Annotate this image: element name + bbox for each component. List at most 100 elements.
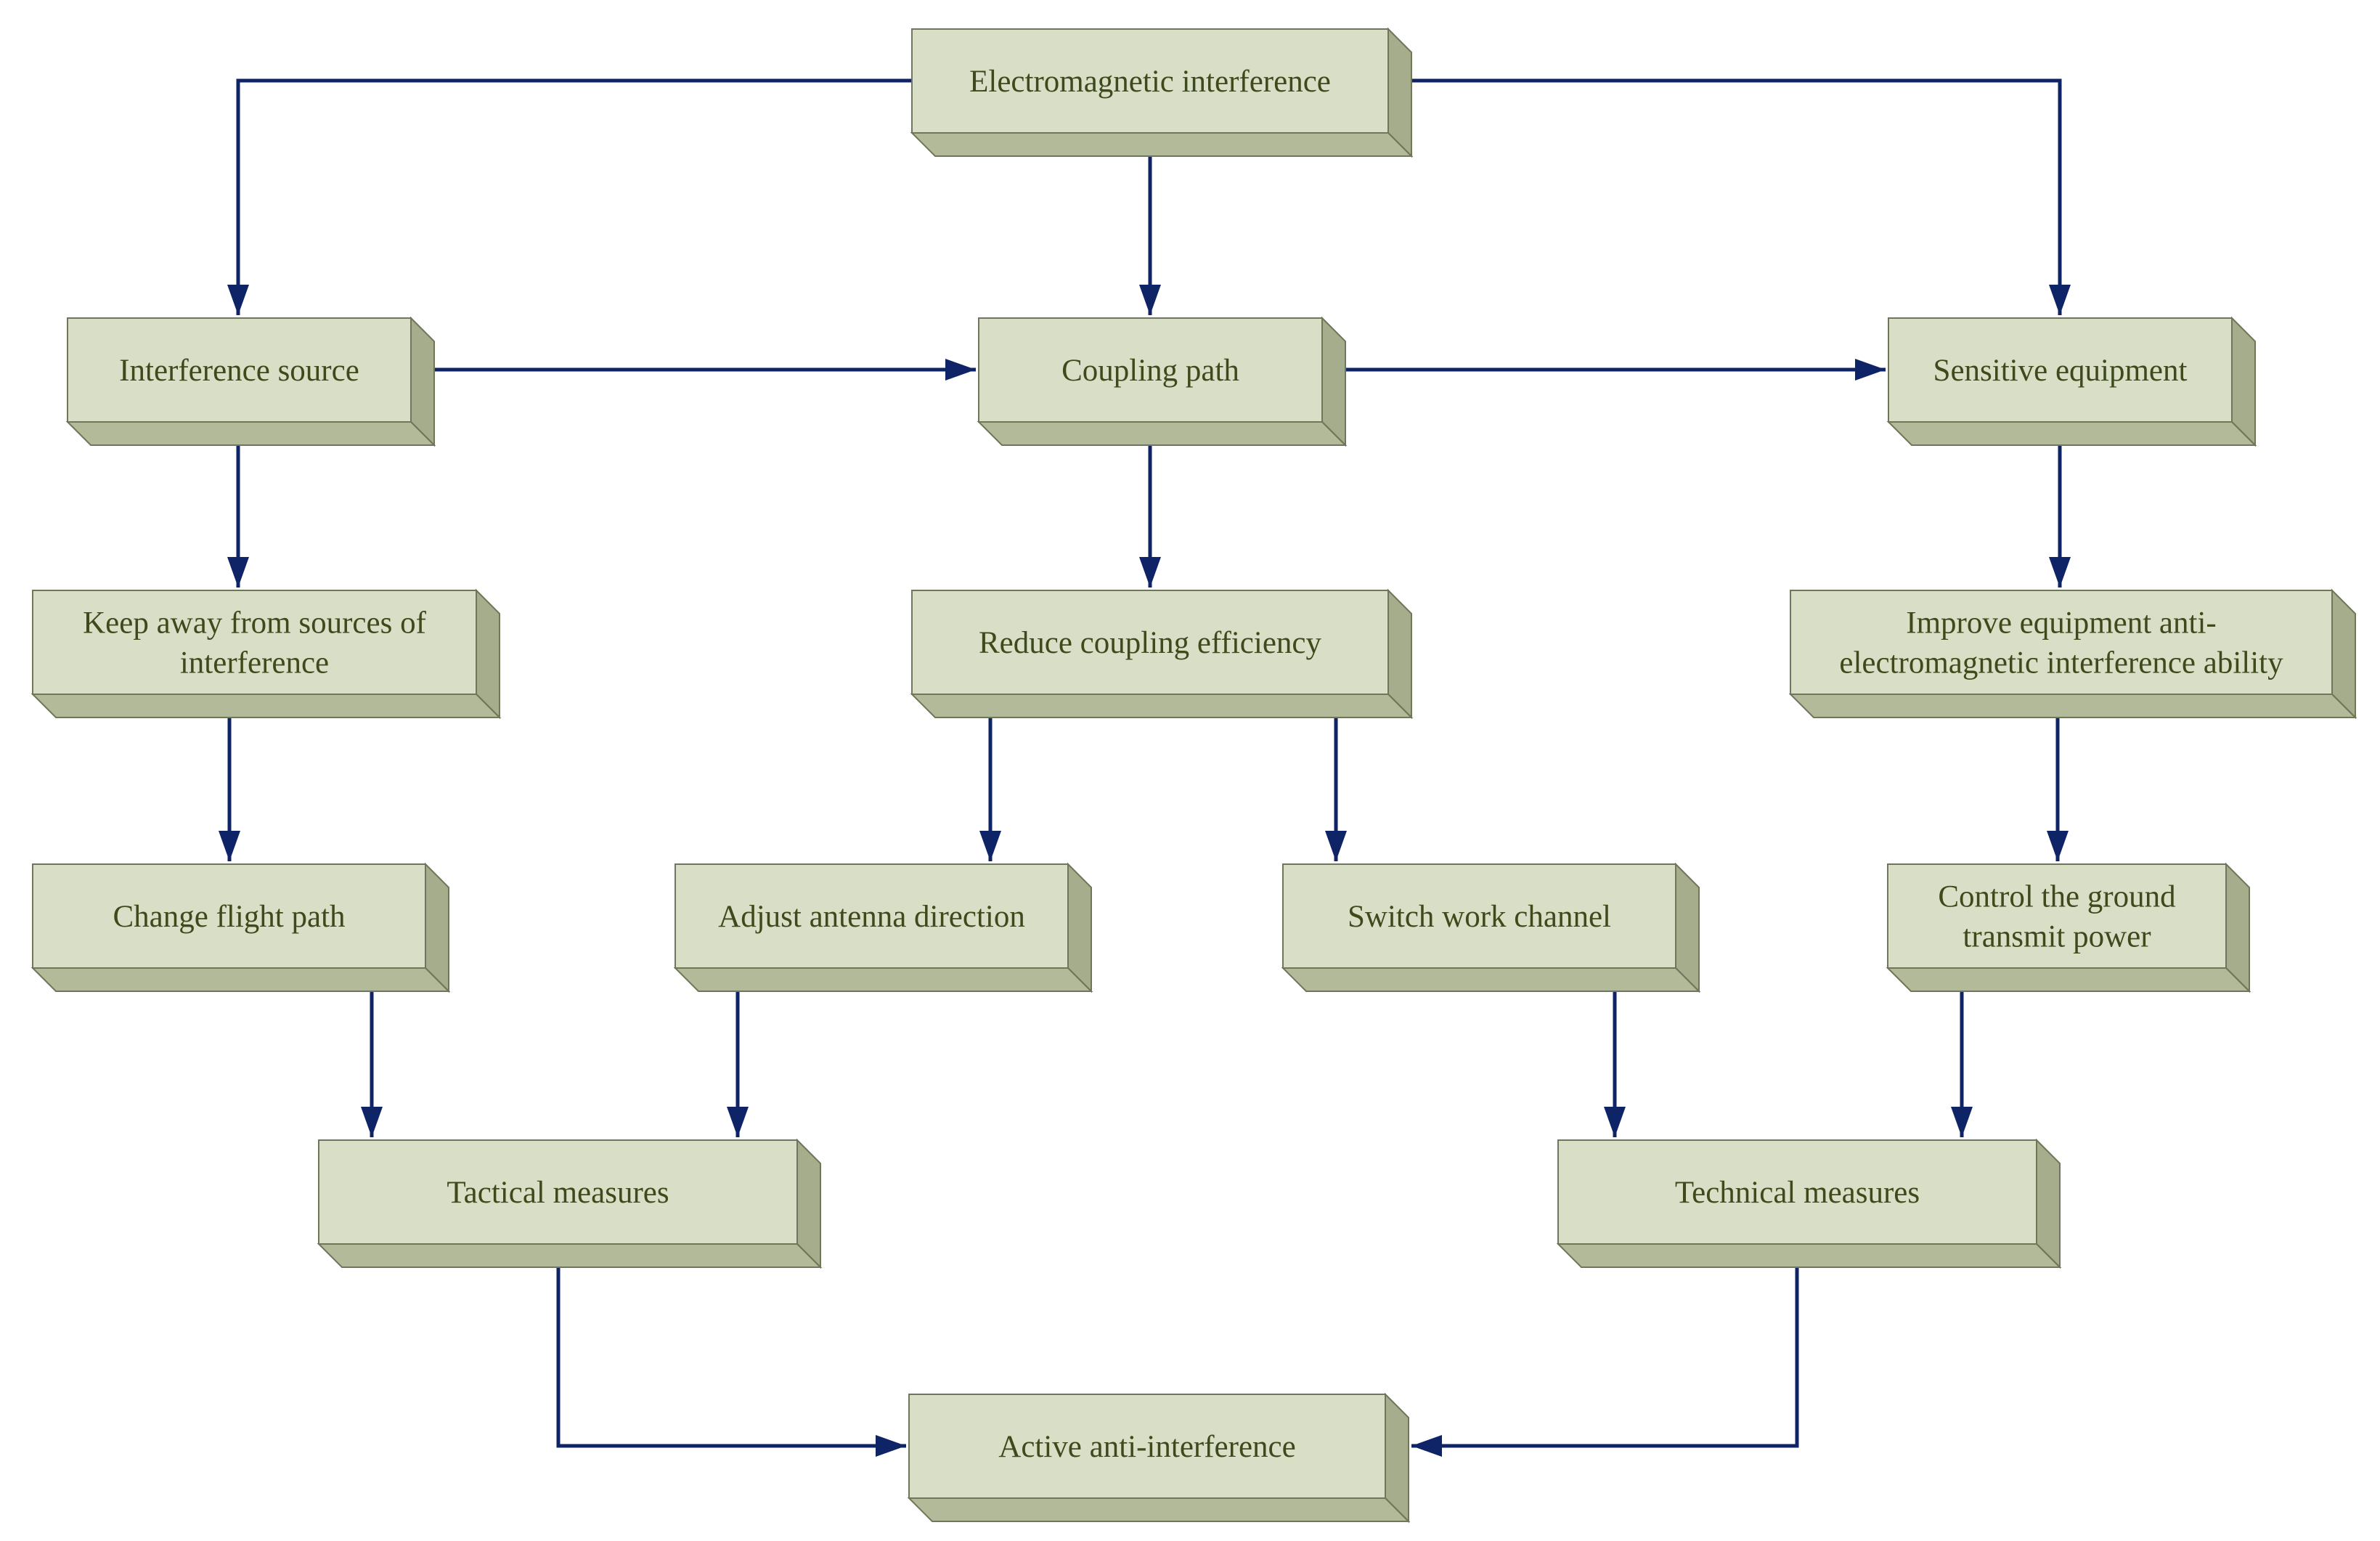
box-bottom [977, 421, 1348, 446]
box-face [978, 317, 1323, 423]
box-face [1888, 317, 2233, 423]
node-label: Improve equipment anti- [1906, 606, 2216, 641]
node-label: Tactical measures [447, 1176, 669, 1210]
node-label: Coupling path [1061, 354, 1239, 388]
arrowhead-icon [2047, 831, 2069, 861]
arrowhead-icon [2049, 285, 2071, 315]
arrowhead-icon [219, 831, 240, 861]
arrow-antenna-to-tactical [727, 991, 749, 1137]
arrowhead-icon [1855, 359, 1886, 381]
node-tactical: Tactical measures [317, 1138, 823, 1269]
arrow-power-to-technical [1951, 991, 1973, 1137]
node-em: Electromagnetic interference [910, 27, 1414, 158]
node-label: Change flight path [113, 900, 345, 934]
node-label: Switch work channel [1348, 900, 1611, 934]
arrow-line [236, 78, 912, 315]
node-label: Reduce coupling efficiency [979, 626, 1322, 660]
box-face [318, 1139, 798, 1245]
box-face [908, 1394, 1386, 1499]
box-face [911, 590, 1389, 695]
arrow-improve-to-power [2047, 717, 2069, 861]
arrow-em-to-cpl [1139, 156, 1161, 315]
arrowhead-icon [979, 831, 1001, 861]
node-technical: Technical measures [1556, 1138, 2062, 1269]
node-label: Keep away from sources of [83, 606, 426, 641]
box-bottom [65, 421, 436, 446]
node-flight: Change flight path [30, 862, 451, 993]
node-label: Adjust antenna direction [718, 900, 1025, 934]
node-reduce: Reduce coupling efficiency [910, 588, 1414, 720]
box-bottom [1556, 1243, 2062, 1268]
box-face [1557, 1139, 2037, 1245]
box-bottom [317, 1243, 823, 1268]
box-face [32, 590, 477, 695]
node-src: Interference source [65, 316, 436, 447]
arrowhead-icon [2049, 557, 2071, 587]
arrowhead-icon [227, 285, 249, 315]
box-face [32, 863, 426, 969]
arrowhead-icon [1139, 285, 1161, 315]
node-label: Technical measures [1675, 1176, 1920, 1210]
box-face [1887, 863, 2227, 969]
node-antenna: Adjust antenna direction [673, 862, 1093, 993]
arrow-technical-to-active [1411, 1267, 1799, 1457]
arrowhead-icon [1139, 557, 1161, 587]
node-cpl: Coupling path [977, 316, 1348, 447]
arrowhead-icon [1951, 1107, 1973, 1137]
arrow-line [1411, 78, 2062, 315]
box-bottom [910, 694, 1414, 718]
arrow-tactical-to-active [556, 1267, 906, 1457]
box-bottom [1886, 421, 2257, 446]
arrowhead-icon [1325, 831, 1347, 861]
box-face [1790, 590, 2333, 695]
node-label: Electromagnetic interference [969, 65, 1331, 99]
arrowhead-icon [945, 359, 976, 381]
arrow-cpl-to-sens [1345, 359, 1886, 381]
node-power: Control the ground transmit power [1886, 862, 2251, 993]
box-bottom [1886, 967, 2251, 992]
node-label: Interference source [119, 354, 359, 388]
node-away: Keep away from sources of interference [30, 588, 502, 720]
node-label: Active anti-interference [998, 1430, 1295, 1464]
connector-layer [219, 78, 2071, 1457]
box-bottom [907, 1497, 1411, 1522]
box-bottom [30, 694, 502, 718]
arrowhead-icon [1411, 1435, 1442, 1457]
arrow-em-to-src [227, 78, 912, 315]
box-face [675, 863, 1069, 969]
arrow-cpl-to-reduce [1139, 445, 1161, 587]
box-face [67, 317, 412, 423]
node-label: Control the ground [1938, 880, 2175, 914]
arrow-sens-to-improve [2049, 445, 2071, 587]
box-bottom [910, 132, 1414, 157]
arrowhead-icon [876, 1435, 906, 1457]
arrowhead-icon [227, 557, 249, 587]
arrow-reduce-to-antenna [979, 717, 1001, 861]
arrow-away-to-flight [219, 717, 240, 861]
box-face [911, 28, 1389, 134]
node-label: electromagnetic interference ability [1839, 646, 2283, 680]
arrow-src-to-cpl [434, 359, 976, 381]
arrow-src-to-away [227, 445, 249, 587]
box-bottom [30, 967, 451, 992]
arrow-line [1411, 1267, 1799, 1448]
node-label: transmit power [1963, 920, 2151, 954]
node-label: interference [180, 646, 329, 680]
node-sens: Sensitive equipment [1886, 316, 2257, 447]
arrow-reduce-to-switch [1325, 717, 1347, 861]
arrow-flight-to-tactical [361, 991, 383, 1137]
arrow-em-to-sens [1411, 78, 2071, 315]
node-label: Sensitive equipment [1933, 354, 2188, 388]
box-bottom [673, 967, 1093, 992]
arrow-line [556, 1267, 906, 1448]
arrowhead-icon [727, 1107, 749, 1137]
box-face [1282, 863, 1676, 969]
arrowhead-icon [1604, 1107, 1626, 1137]
box-layer: Electromagnetic interferenceInterference… [30, 27, 2357, 1524]
node-active: Active anti-interference [907, 1392, 1411, 1524]
arrow-switch-to-technical [1604, 991, 1626, 1137]
box-bottom [1788, 694, 2357, 718]
node-switch: Switch work channel [1281, 862, 1701, 993]
